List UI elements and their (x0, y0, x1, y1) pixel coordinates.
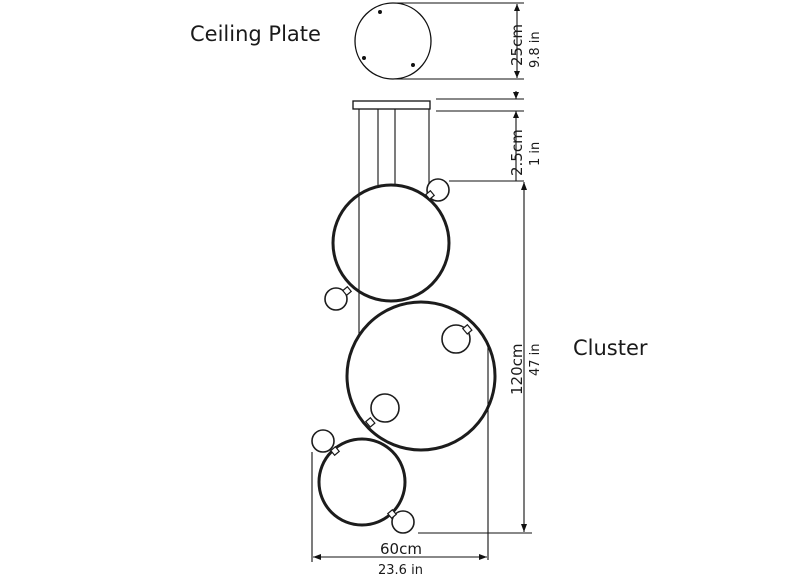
cluster-height-imperial: 47 in (528, 343, 543, 376)
plate-thickness-metric: 2.5cm (508, 129, 526, 176)
cluster-width-imperial: 23.6 in (378, 563, 423, 578)
cluster-height-dimension-line (418, 180, 532, 560)
cluster-width-dimension-line (311, 452, 487, 562)
middle-ring (345, 300, 497, 452)
ceiling-plate-top-view (354, 2, 524, 80)
ceiling-plate-label: Ceiling Plate (190, 22, 321, 46)
suspension-cables (358, 109, 430, 334)
cluster-label: Cluster (573, 336, 648, 360)
plate-diameter-dimension-line (514, 4, 520, 78)
plate-diameter-imperial: 9.8 in (528, 31, 543, 68)
cluster-width-metric: 60cm (380, 540, 422, 558)
cluster-height-metric: 120cm (508, 343, 526, 396)
ceiling-plate-side-view (352, 91, 524, 181)
top-ring (324, 178, 451, 311)
plate-thickness-imperial: 1 in (528, 141, 543, 166)
plate-diameter-metric: 25cm (508, 24, 526, 66)
bottom-ring (311, 429, 415, 534)
